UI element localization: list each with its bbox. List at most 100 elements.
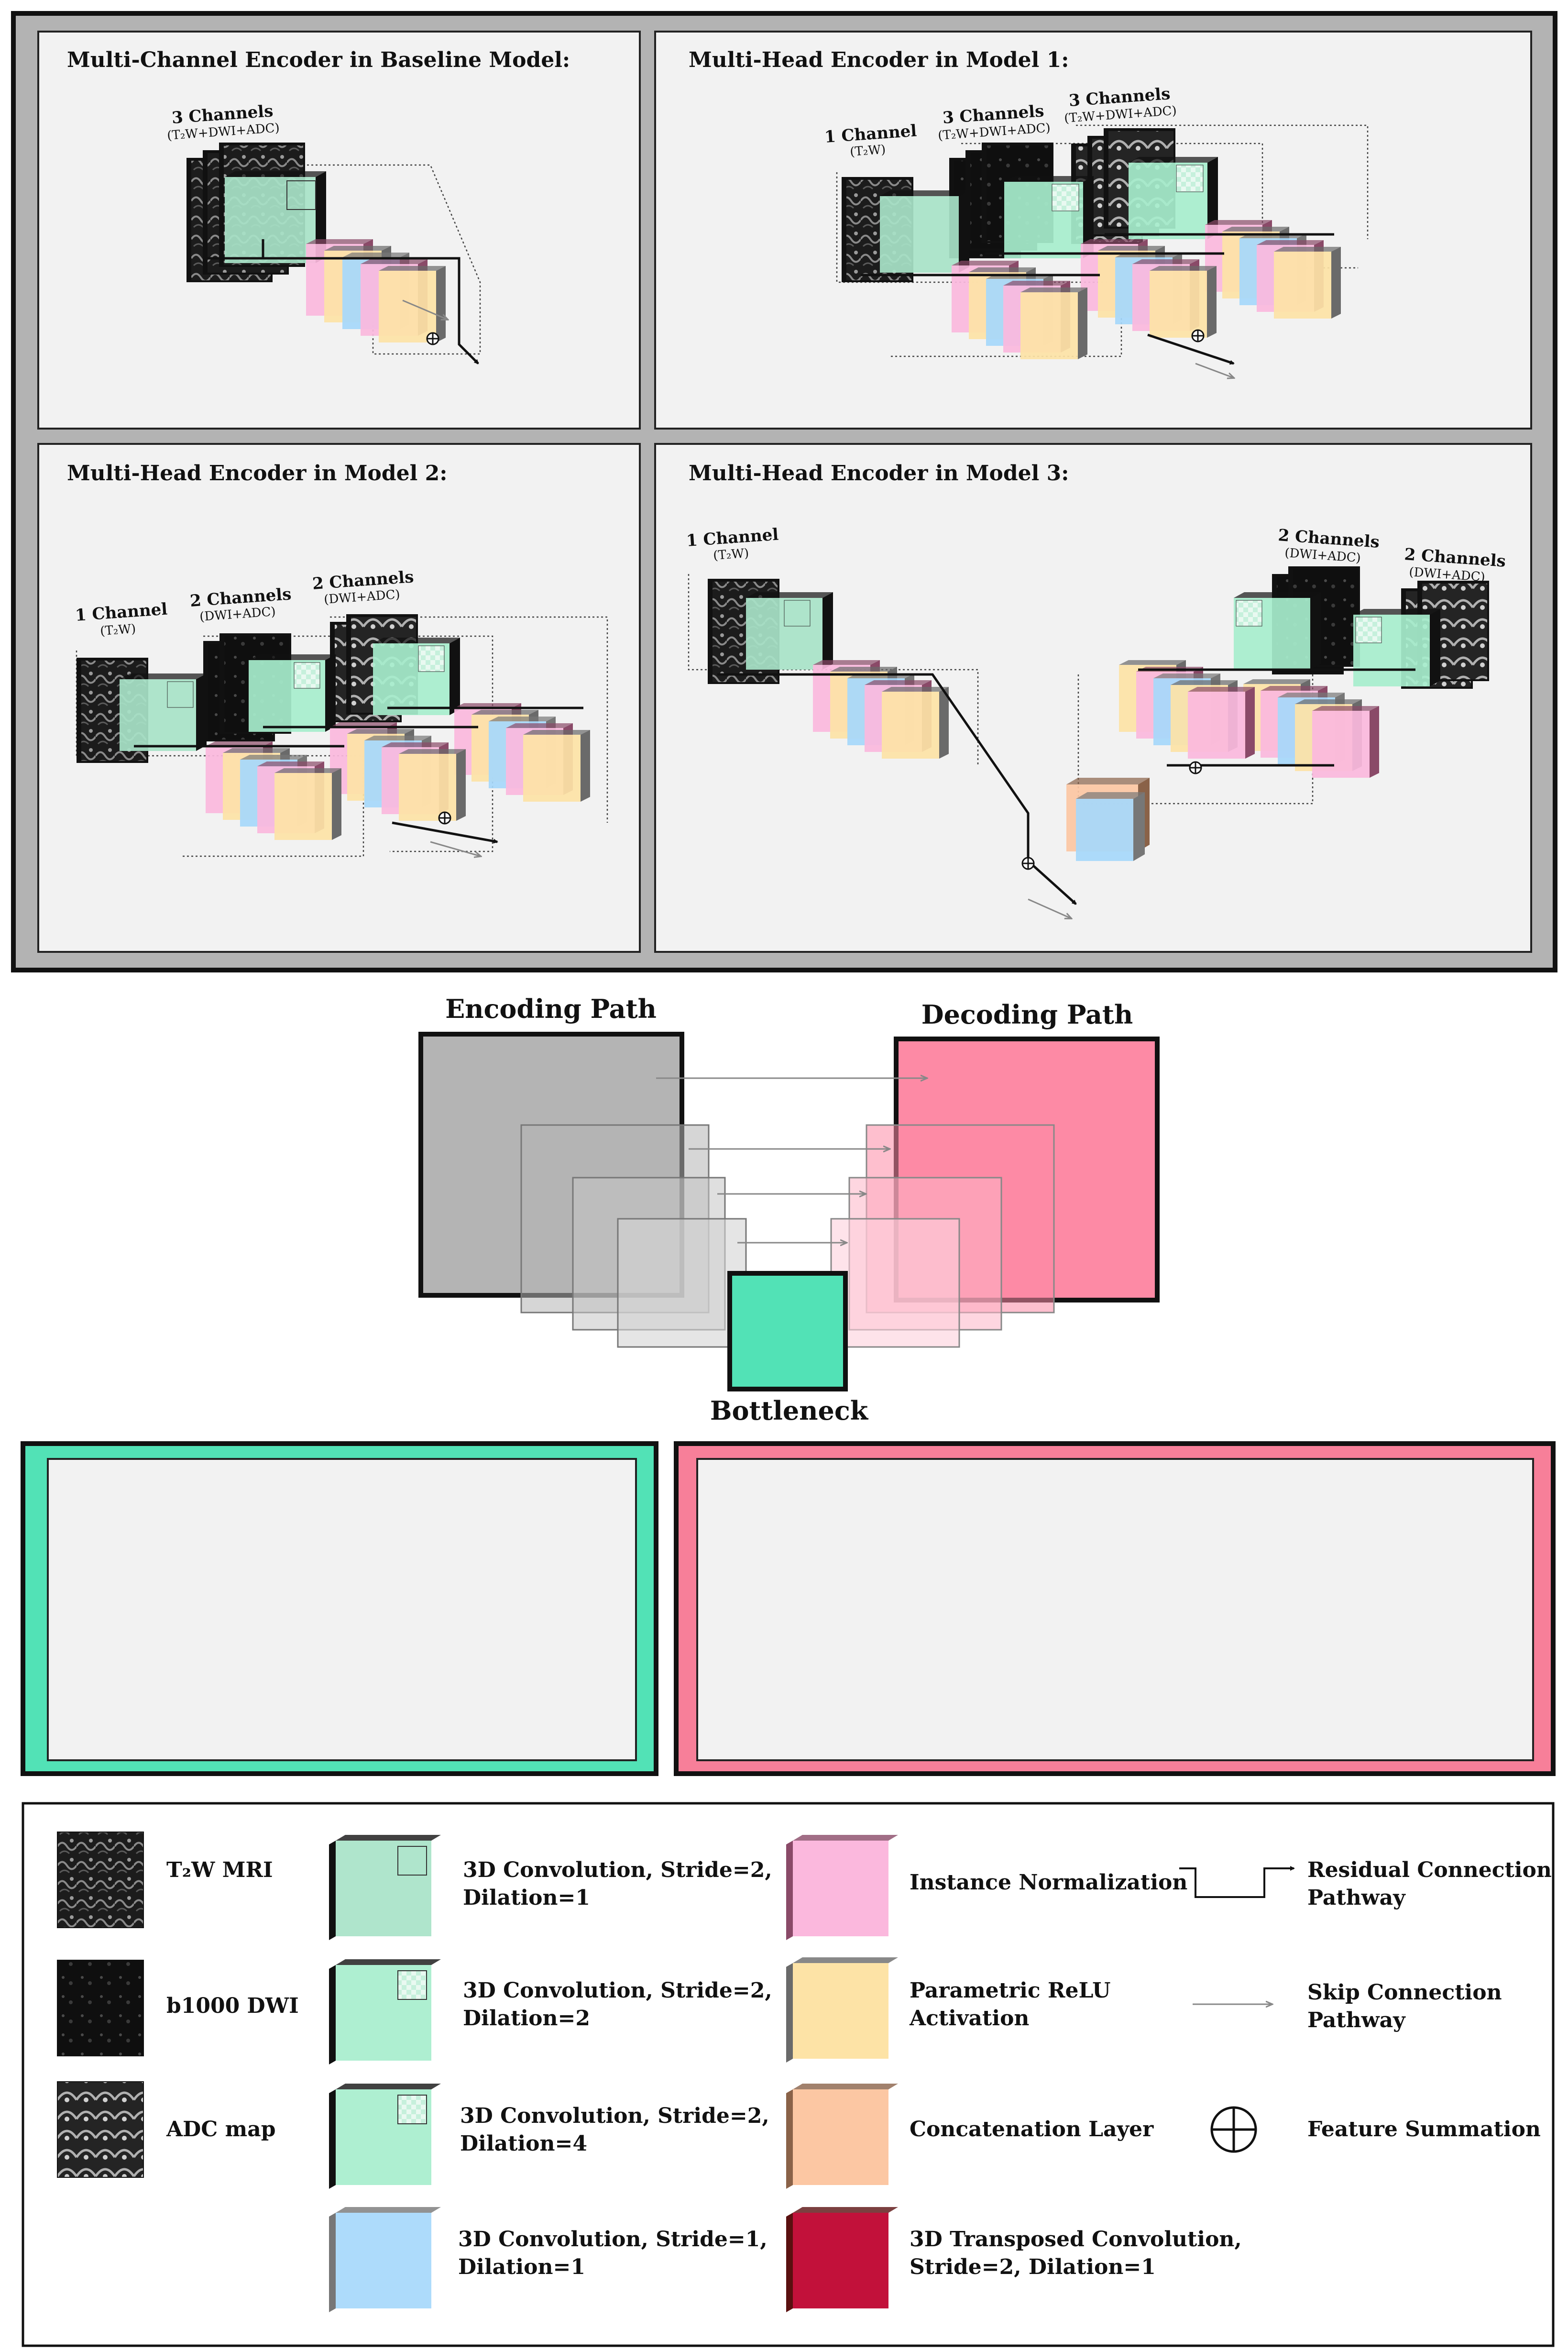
model3-kernel-1 xyxy=(784,600,811,627)
model2-conv-1-front xyxy=(120,679,196,751)
model2-conv-2 xyxy=(249,654,336,732)
model3-c-layer-2-top xyxy=(1278,693,1345,697)
model3-a-layer-1-top xyxy=(830,667,897,672)
legend-conv-d2-cube-top xyxy=(336,1959,441,1965)
model2-kernel-2 xyxy=(294,662,320,689)
legend-conv-s1-cube-side xyxy=(329,2213,336,2312)
model3-conv-s1-side xyxy=(1133,792,1145,861)
baseline-skip-arrow xyxy=(402,299,448,320)
block-diagrams xyxy=(76,124,1489,1704)
panel-model3 xyxy=(654,443,1532,953)
legend-conv-d1-cube-top xyxy=(336,1835,441,1841)
model3-conv-s1 xyxy=(1076,792,1145,861)
legend-conv-s1-cube-top xyxy=(336,2207,441,2213)
model3-b-layer-4-front xyxy=(1188,692,1245,759)
model3-a-layer-3-top xyxy=(865,680,932,685)
decoder-level-4 xyxy=(830,1218,960,1348)
legend-conv-d1-cube xyxy=(336,1841,431,1936)
legend-conv-d4-line1: 3D Convolution, Stride=2, xyxy=(460,2104,769,2128)
legend-conv-d4-cube-side xyxy=(329,2089,336,2189)
baseline-kernel xyxy=(286,180,316,210)
baseline-conv xyxy=(225,171,326,263)
model3-c-layer-4-front xyxy=(1312,711,1370,778)
decoding-path-label: Decoding Path xyxy=(921,999,1133,1030)
model3-c-layer-4-top xyxy=(1312,706,1379,711)
model1-conv-3-top xyxy=(1129,157,1218,163)
model3-a-layer-4-top xyxy=(882,687,949,692)
legend-conv-d2-line2: Dilation=2 xyxy=(463,2006,590,2031)
model1-a-layer-1-top xyxy=(969,267,1036,272)
legend-conv-d2-line1: 3D Convolution, Stride=2, xyxy=(463,1978,772,2003)
model3-kernel-3 xyxy=(1355,617,1382,643)
bottleneck-detail-panel xyxy=(47,1458,637,1761)
legend-prelu-line2: Activation xyxy=(909,2006,1029,2031)
model1-conv-1 xyxy=(880,190,969,273)
legend-conv-d4-kernel xyxy=(397,2095,427,2124)
legend-instnorm-cube-side xyxy=(786,1841,793,1940)
baseline-layer-4-top xyxy=(379,266,446,271)
model1-b-layer-3-top xyxy=(1132,259,1199,264)
model1-b-layer-4-side xyxy=(1207,266,1217,338)
model3-a-layer-0-top xyxy=(813,660,880,665)
model1-conv-2-side xyxy=(1083,176,1094,258)
legend-conv-s1-line2: Dilation=1 xyxy=(458,2255,585,2279)
model3-conv-s1-front xyxy=(1076,799,1133,861)
legend-transconv-cube-side xyxy=(786,2213,793,2312)
legend-concat-line1: Concatenation Layer xyxy=(910,2117,1154,2141)
model2-c-layer-4-top xyxy=(523,730,590,735)
model2-a-layer-2-top xyxy=(240,755,307,760)
model3-sum-2 xyxy=(1189,761,1202,774)
model2-input-1-detail: (T₂W) xyxy=(99,622,136,639)
model2-c-layer-2-top xyxy=(489,717,556,721)
legend-transconv-line2: Stride=2, Dilation=1 xyxy=(910,2255,1156,2279)
model2-b-layer-4-side xyxy=(456,749,466,821)
model3-conv-2-side xyxy=(1310,592,1321,670)
model1-conv-1-front xyxy=(880,196,959,273)
model1-conv-1-top xyxy=(880,190,969,196)
unet-overview xyxy=(418,1032,1160,1391)
legend-adc-thumbnail xyxy=(57,2081,144,2178)
model3-c-layer-3-top xyxy=(1295,699,1362,704)
baseline-layer-0-top xyxy=(306,239,373,244)
model1-c-layer-4 xyxy=(1274,247,1341,319)
model2-a-layer-4-front xyxy=(274,773,332,840)
model3-b-layer-0-top xyxy=(1119,660,1186,665)
model2-c-layer-4 xyxy=(523,730,590,802)
model1-conv-3-side xyxy=(1207,157,1218,239)
legend-concat-cube-side xyxy=(786,2089,793,2189)
baseline-layer-1-top xyxy=(324,246,391,251)
legend-dwi-thumbnail xyxy=(57,1960,144,2056)
baseline-title: Multi-Channel Encoder in Baseline Model: xyxy=(67,48,570,72)
model1-box-3 xyxy=(1076,124,1369,239)
model2-b-layer-2-top xyxy=(364,736,431,740)
model3-b-layer-4-side xyxy=(1245,687,1255,759)
baseline-residual xyxy=(206,257,479,364)
legend-summation-line1: Feature Summation xyxy=(1307,2117,1541,2141)
baseline-dashed-box xyxy=(186,164,481,355)
model1-input-1-detail: (T₂W) xyxy=(849,143,886,159)
legend-concat-cube-top xyxy=(793,2084,898,2089)
model2-c-layer-1-top xyxy=(471,710,538,715)
model1-sum xyxy=(1191,329,1205,342)
legend-conv-d1-cube-front xyxy=(336,1841,431,1936)
legend-instnorm-cube-front xyxy=(793,1841,888,1936)
model1-a-layer-3-top xyxy=(1003,281,1070,286)
legend-prelu-cube-front xyxy=(793,1963,888,2059)
baseline-layer-4-front xyxy=(379,271,436,342)
legend-conv-s1-cube-front xyxy=(336,2213,431,2308)
legend-transconv-cube-front xyxy=(793,2213,888,2308)
model2-sum xyxy=(438,811,451,825)
model1-conv-1-side xyxy=(959,190,969,273)
legend-concat-cube-front xyxy=(793,2089,888,2185)
legend-conv-d2-kernel xyxy=(397,1970,427,2000)
legend xyxy=(57,1832,898,2312)
legend-t2w-thumbnail xyxy=(57,1832,144,1928)
model3-conv-2-top xyxy=(1234,592,1321,598)
model1-b-layer-1-top xyxy=(1098,246,1165,251)
model3-conv-s1-top xyxy=(1076,792,1145,799)
legend-summation-icon xyxy=(1210,2106,1257,2153)
legend-conv-d4-cube-top xyxy=(336,2084,441,2089)
model3-title: Multi-Head Encoder in Model 3: xyxy=(689,461,1069,486)
baseline-layer-4-side xyxy=(436,266,446,342)
